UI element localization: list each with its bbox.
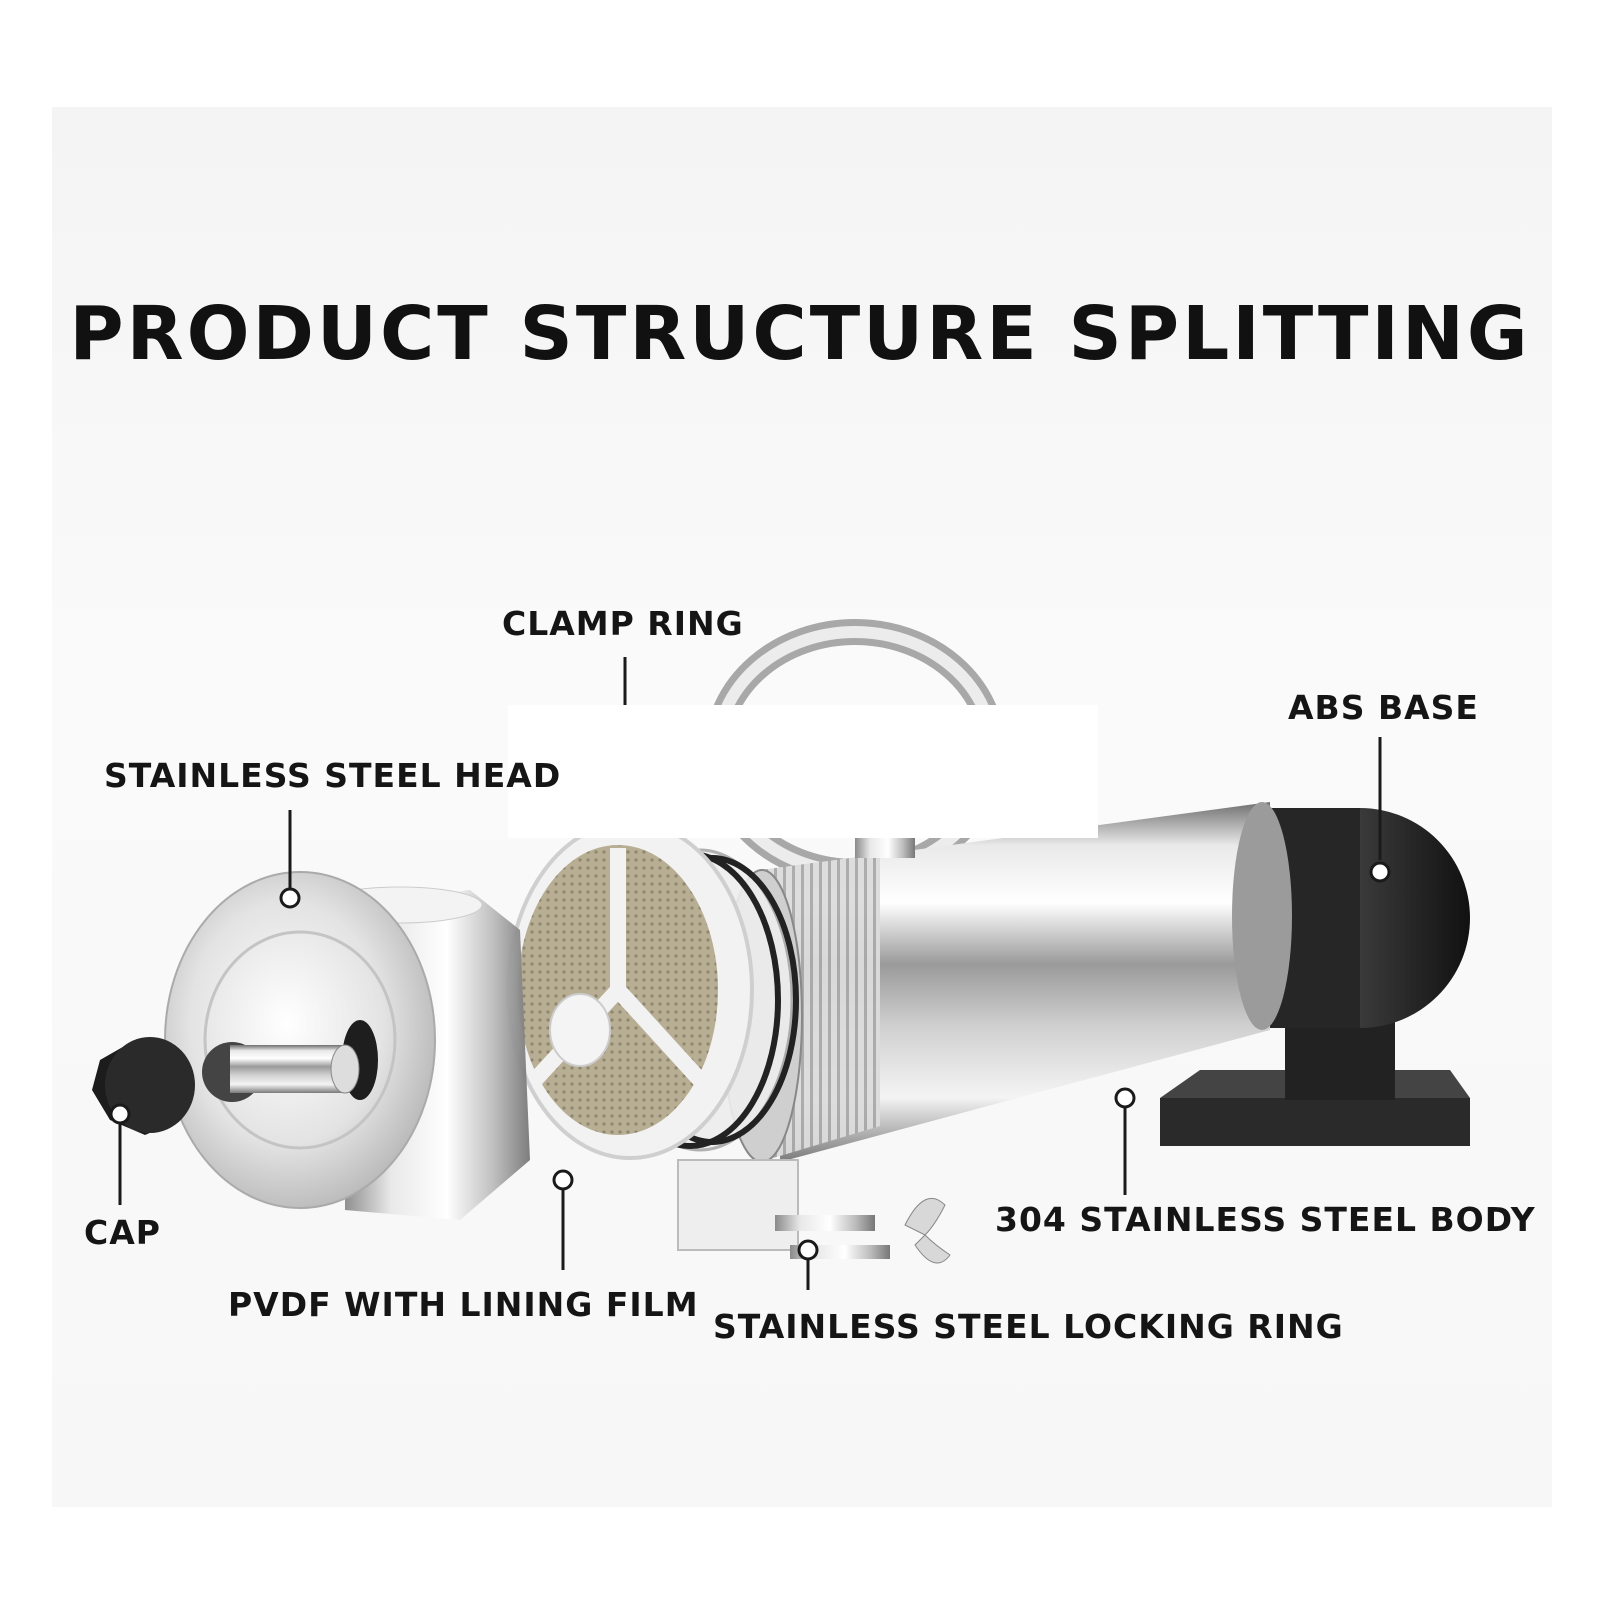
page-title: PRODUCT STRUCTURE SPLITTING [69, 291, 1531, 377]
steel-head-shape [164, 871, 530, 1220]
label-clamp-ring: CLAMP RING [502, 604, 744, 643]
label-pvdf-with-lining-film: PVDF WITH LINING FILM [228, 1285, 699, 1324]
abs-base-dot [1369, 861, 1391, 883]
pvdf-dot [552, 1169, 574, 1191]
label-stainless-steel-head: STAINLESS STEEL HEAD [104, 756, 562, 795]
locking-ring-dot [797, 1239, 819, 1261]
pvdf-filter-shape [506, 820, 754, 1160]
cap-dot [109, 1103, 131, 1125]
head-dot [279, 887, 301, 909]
label-abs-base: ABS BASE [1288, 688, 1479, 727]
blank-overlay [508, 705, 1098, 838]
leader-lines [109, 657, 1391, 1290]
label-stainless-steel-locking-ring: STAINLESS STEEL LOCKING RING [713, 1307, 1344, 1346]
body-dot [1114, 1087, 1136, 1109]
label-304-stainless-steel-body: 304 STAINLESS STEEL BODY [995, 1200, 1536, 1239]
cap-knob-shape [92, 1037, 195, 1135]
locking-ring-shape [677, 1159, 951, 1264]
label-cap: CAP [84, 1213, 161, 1252]
